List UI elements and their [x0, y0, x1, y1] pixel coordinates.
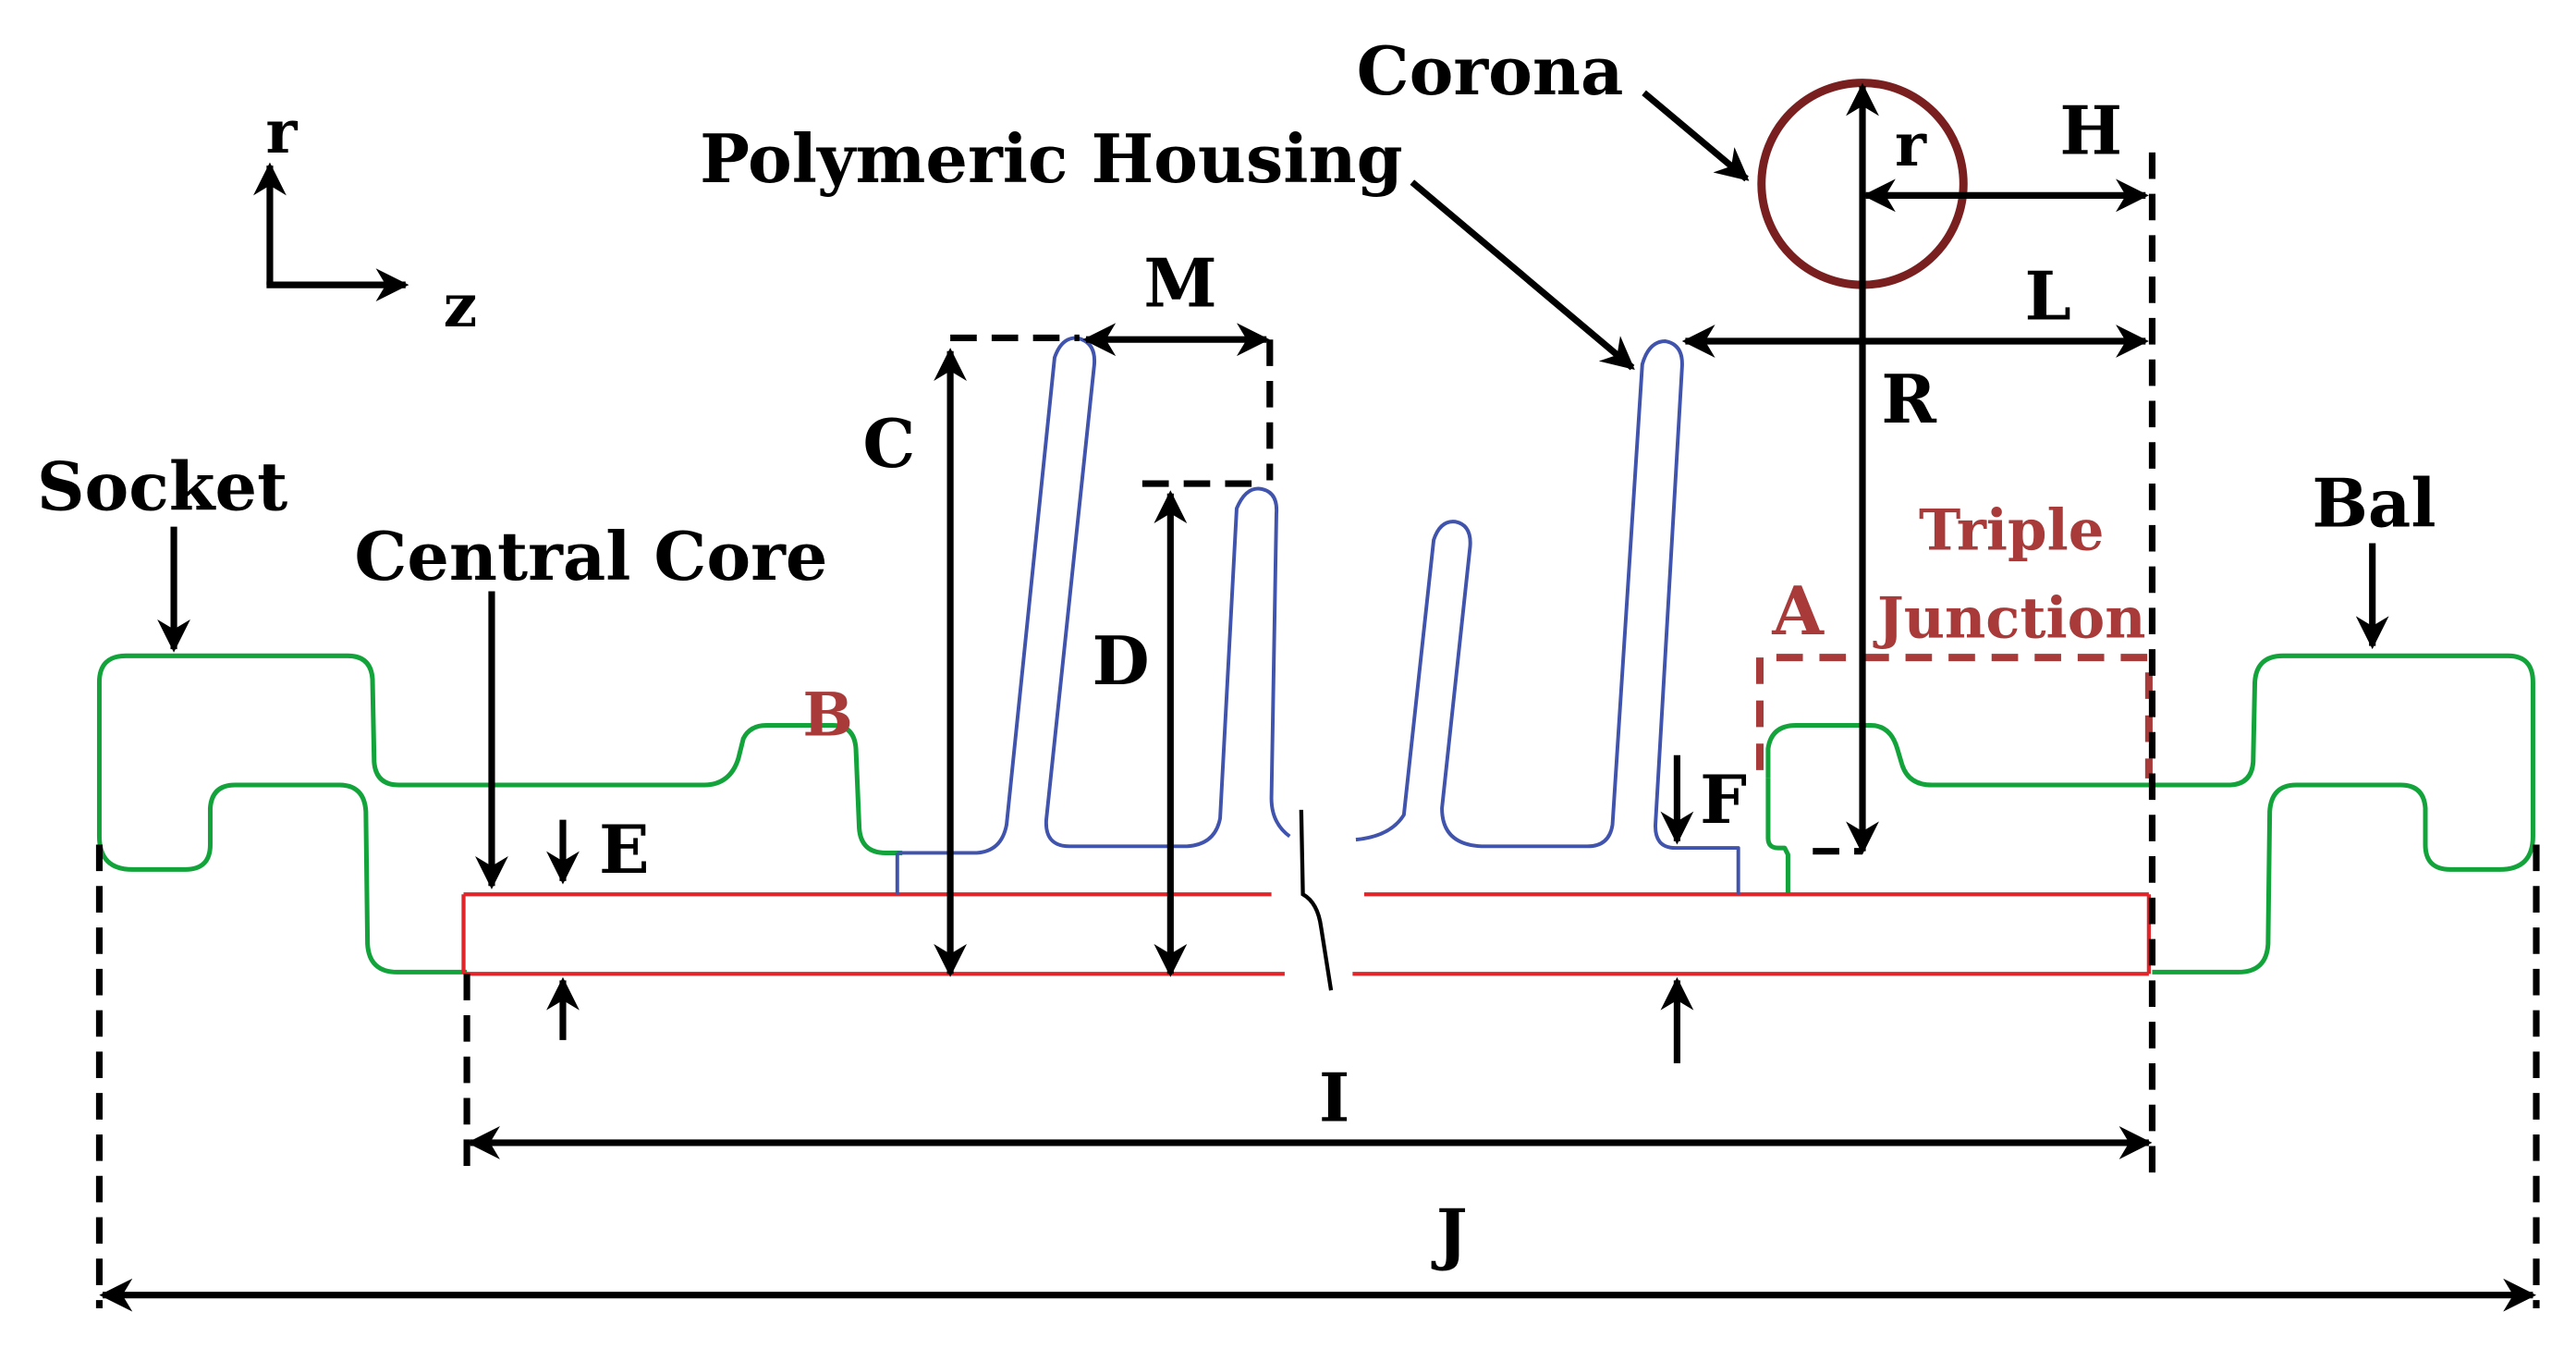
central-core-label: Central Core: [354, 518, 827, 595]
dim-m-label: M: [1143, 244, 1216, 322]
point-a-label: A: [1771, 572, 1825, 650]
housing-sheds: [895, 336, 1740, 895]
dim-l-label: L: [2024, 258, 2070, 336]
labels: r z Corona Polymeric Housing Socket Cent…: [37, 32, 2436, 1272]
central-core-rod: [461, 892, 2152, 976]
corona-label: Corona: [1357, 32, 1624, 110]
highlight-labels: A B Triple Junction: [802, 498, 2145, 751]
axis-z-label: z: [444, 271, 478, 341]
corona-leader: [1642, 90, 1750, 182]
dim-j-label: J: [1431, 1195, 1468, 1273]
axis-r-label: r: [266, 97, 299, 167]
dim-i-label: I: [1319, 1060, 1350, 1137]
break-marks: [1299, 809, 1334, 991]
polymeric-housing-label: Polymeric Housing: [700, 120, 1403, 198]
housing-leader: [1410, 179, 1635, 371]
triple-junction-box: [1755, 654, 2153, 779]
socket-fitting: [96, 653, 903, 975]
dim-e-label: E: [599, 811, 650, 889]
dim-f-label: F: [1700, 761, 1747, 839]
ball-fitting: [1765, 653, 2535, 975]
dim-c-label: C: [862, 405, 915, 483]
dim-h-label: H: [2059, 92, 2122, 170]
dimension-arrows: [99, 82, 2537, 1312]
dim-r-small-label: r: [1895, 110, 1927, 180]
dim-r-big-label: R: [1881, 361, 1936, 438]
point-b-label: B: [802, 680, 852, 750]
socket-label: Socket: [37, 448, 287, 526]
triple-junction-label-line2: Junction: [1873, 586, 2146, 652]
triple-junction-label-line1: Triple: [1919, 498, 2105, 564]
bal-label: Bal: [2312, 465, 2436, 543]
dim-d-label: D: [1093, 622, 1150, 700]
